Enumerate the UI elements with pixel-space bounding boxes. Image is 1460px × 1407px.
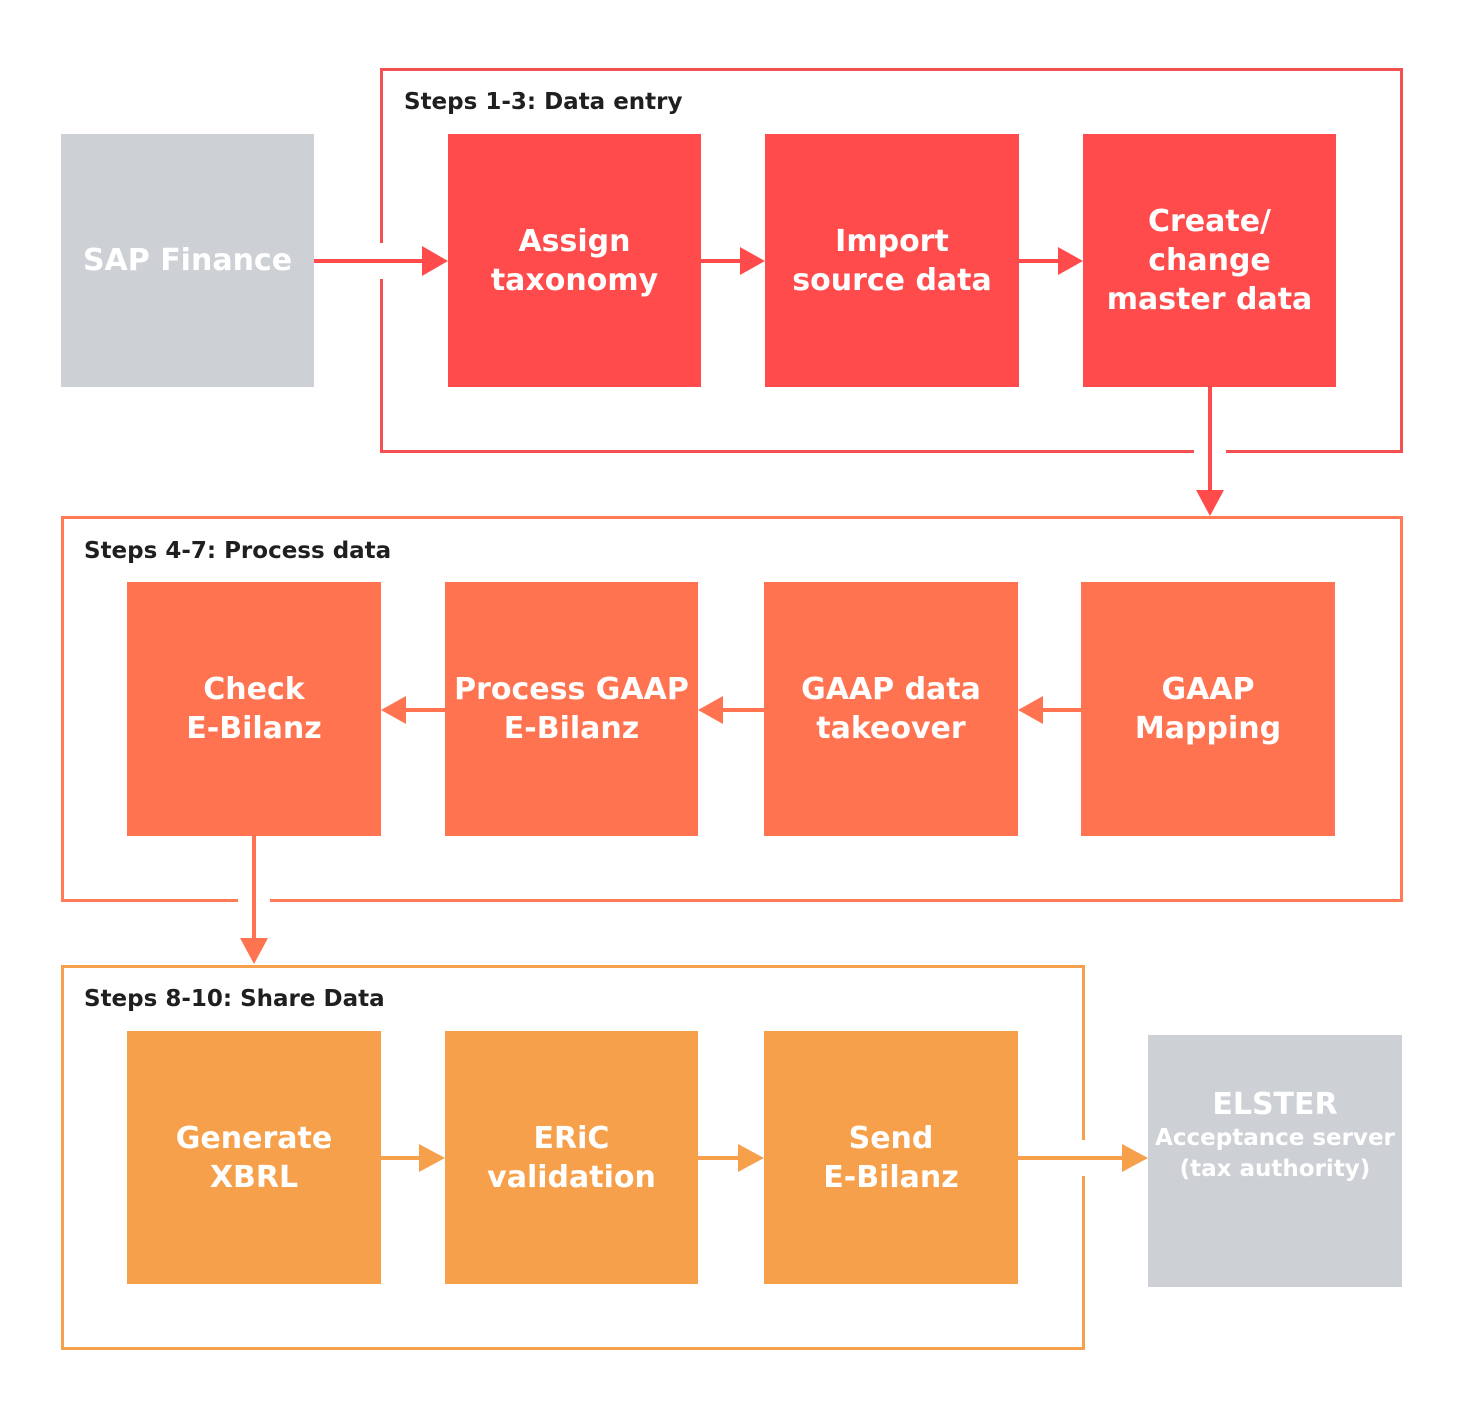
step-label: Send E-Bilanz bbox=[823, 1120, 959, 1195]
frame-gap bbox=[238, 897, 270, 907]
step-import-source-data: Import source data bbox=[765, 134, 1019, 387]
step-label: Generate XBRL bbox=[175, 1120, 333, 1195]
elster-subtitle: Acceptance server (tax authority) bbox=[1155, 1125, 1395, 1182]
step-gaap-data-takeover: GAAP data takeover bbox=[764, 582, 1018, 836]
frame-gap bbox=[376, 243, 387, 279]
stage-1-title: Steps 1-3: Data entry bbox=[404, 89, 683, 115]
step-check-e-bilanz: Check E-Bilanz bbox=[127, 582, 381, 836]
step-gaap-mapping: GAAP Mapping bbox=[1081, 582, 1335, 836]
step-create-change-master-data: Create/ change master data bbox=[1083, 134, 1336, 387]
sap-finance-label: SAP Finance bbox=[82, 243, 293, 278]
step-label: Check E-Bilanz bbox=[186, 672, 322, 746]
sap-finance-box: SAP Finance bbox=[61, 134, 314, 387]
frame-gap bbox=[1079, 1140, 1091, 1176]
step-label: Assign taxonomy bbox=[490, 223, 659, 298]
step-label: Process GAAP E-Bilanz bbox=[454, 672, 689, 746]
stage-3-title: Steps 8-10: Share Data bbox=[84, 986, 385, 1012]
step-label: Import source data bbox=[792, 223, 992, 298]
stage-2-frame bbox=[61, 516, 1403, 902]
step-generate-xbrl: Generate XBRL bbox=[127, 1031, 381, 1284]
step-eric-validation: ERiC validation bbox=[445, 1031, 698, 1284]
step-label: GAAP data takeover bbox=[801, 672, 981, 746]
step-label: GAAP Mapping bbox=[1134, 672, 1282, 746]
step-assign-taxonomy: Assign taxonomy bbox=[448, 134, 701, 387]
elster-box: ELSTER Acceptance server (tax authority) bbox=[1148, 1035, 1402, 1287]
elster-title: ELSTER bbox=[1212, 1087, 1338, 1122]
step-process-gaap-e-bilanz: Process GAAP E-Bilanz bbox=[445, 582, 698, 836]
step-label: Create/ change master data bbox=[1106, 204, 1313, 317]
frame-gap bbox=[1194, 448, 1226, 458]
stage-2-title: Steps 4-7: Process data bbox=[84, 538, 392, 564]
step-send-e-bilanz: Send E-Bilanz bbox=[764, 1031, 1018, 1284]
step-label: ERiC validation bbox=[487, 1120, 656, 1195]
